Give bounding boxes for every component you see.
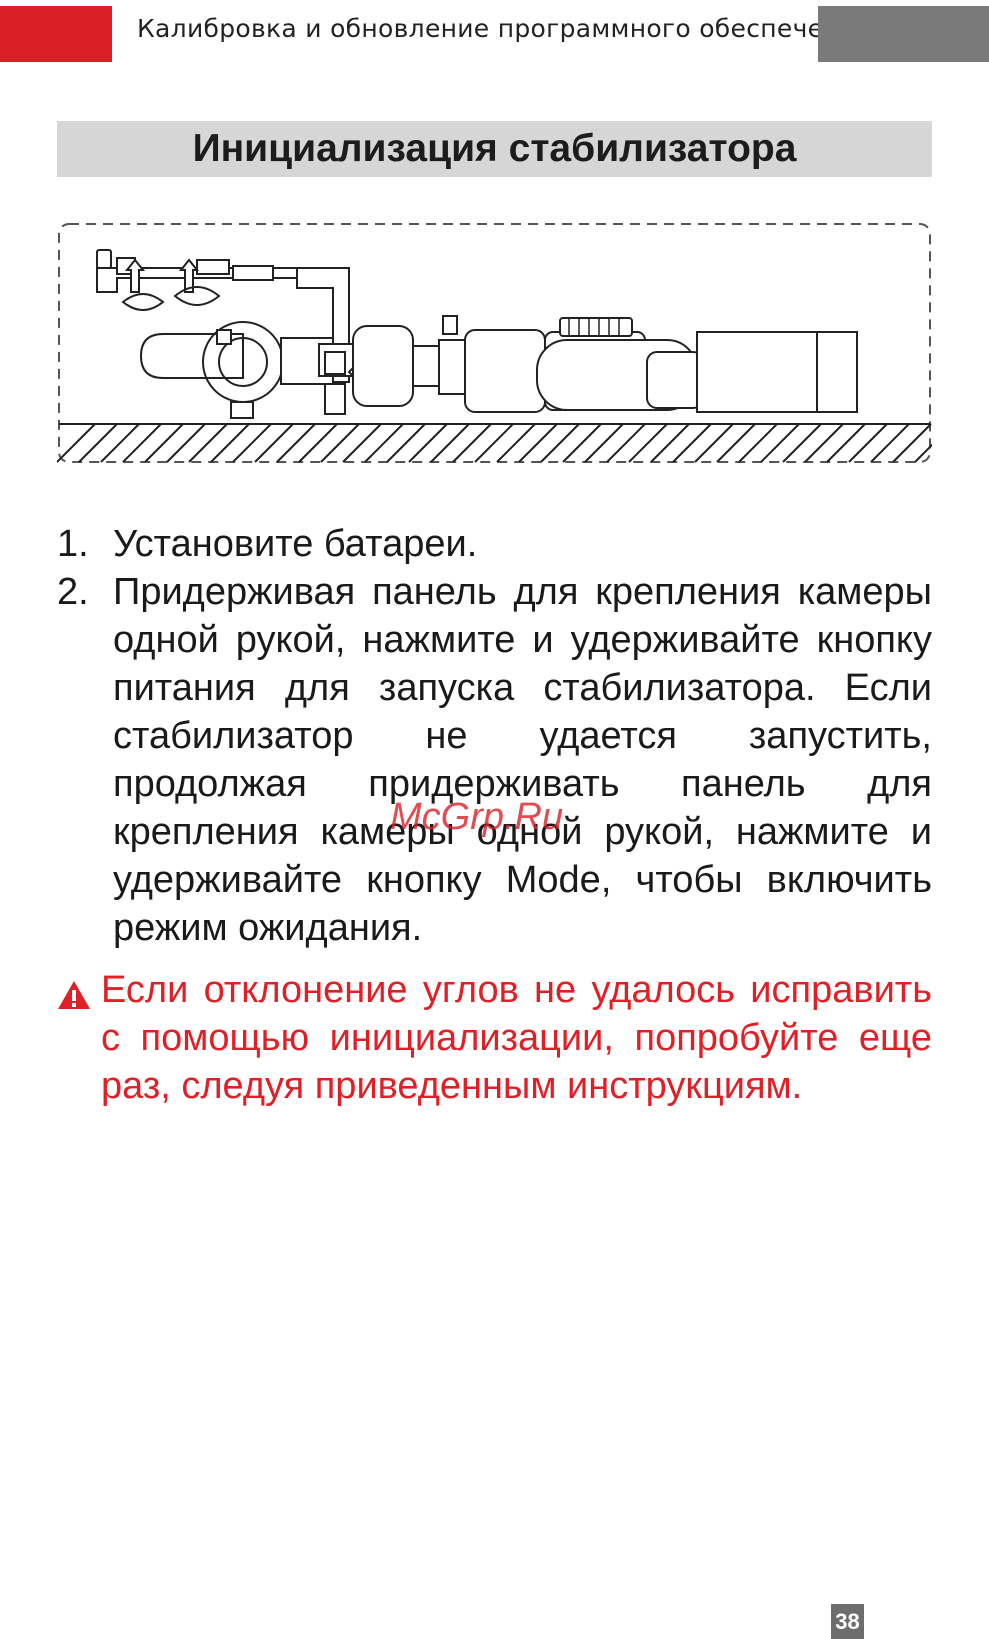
step-2: 2. Придерживая панель для крепления каме… (57, 568, 932, 952)
step-number: 1. (57, 523, 89, 565)
section-title: Инициализация стабилизатора (192, 127, 797, 170)
warning-note: Если отклонение углов не удалось исправи… (57, 966, 932, 1110)
header-title: Калибровка и обновление программного обе… (137, 14, 872, 43)
warning-triangle-icon (57, 966, 101, 1110)
header-gray-block (818, 6, 989, 62)
gimbal-drawing (57, 223, 932, 463)
step-text: Придерживая панель для крепления камеры … (113, 571, 932, 949)
page-number: 38 (831, 1604, 864, 1639)
section-title-band: Инициализация стабилизатора (57, 121, 932, 177)
step-text: Установите батареи. (113, 523, 478, 565)
gimbal-illustration (57, 222, 932, 478)
header-red-block (0, 6, 112, 62)
warning-text: Если отклонение углов не удалось исправи… (101, 969, 932, 1107)
step-1: 1. Установите батареи. (57, 520, 932, 568)
steps-list: 1. Установите батареи. 2. Придерживая па… (57, 520, 932, 952)
watermark: McGrp.Ru (390, 796, 564, 838)
step-number: 2. (57, 571, 89, 613)
